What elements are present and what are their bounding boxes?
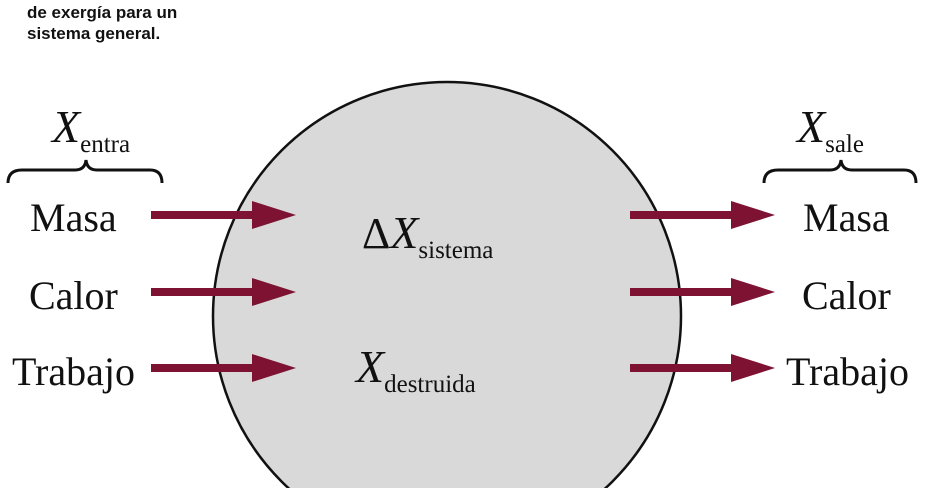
caption-line-1: de exergía para un: [27, 3, 178, 22]
system-boundary-circle: [211, 80, 683, 488]
destroyed-subscript: destruida: [384, 371, 476, 398]
output-arrow-calor: [630, 278, 775, 306]
output-arrow-trabajo: [630, 354, 775, 382]
input-header: Xentra: [52, 100, 130, 158]
input-label-masa: Masa: [30, 195, 117, 240]
destroyed-symbol: X: [356, 341, 385, 392]
output-arrow-masa: [630, 201, 775, 229]
destroyed-term: Xdestruida: [356, 340, 476, 398]
output-label-trabajo: Trabajo: [786, 349, 909, 394]
figure-caption: de exergía para un sistema general.: [27, 2, 177, 44]
output-header: Xsale: [797, 100, 864, 158]
output-subscript: sale: [825, 131, 864, 158]
output-label-calor: Calor: [802, 273, 891, 318]
delta-symbol: Δ: [362, 209, 391, 258]
input-brace-icon: [6, 159, 164, 184]
output-symbol: X: [797, 101, 826, 152]
input-symbol: X: [52, 101, 81, 152]
system-symbol: X: [390, 207, 419, 258]
output-brace-icon: [762, 159, 918, 184]
system-change-term: ΔXsistema: [362, 206, 493, 264]
caption-line-2: sistema general.: [27, 24, 161, 43]
input-arrow-trabajo: [151, 354, 296, 382]
input-subscript: entra: [80, 131, 131, 158]
input-arrow-calor: [151, 278, 296, 306]
input-label-trabajo: Trabajo: [12, 349, 135, 394]
output-label-masa: Masa: [803, 195, 890, 240]
input-arrow-masa: [151, 201, 296, 229]
input-label-calor: Calor: [29, 273, 118, 318]
system-subscript: sistema: [418, 237, 494, 264]
